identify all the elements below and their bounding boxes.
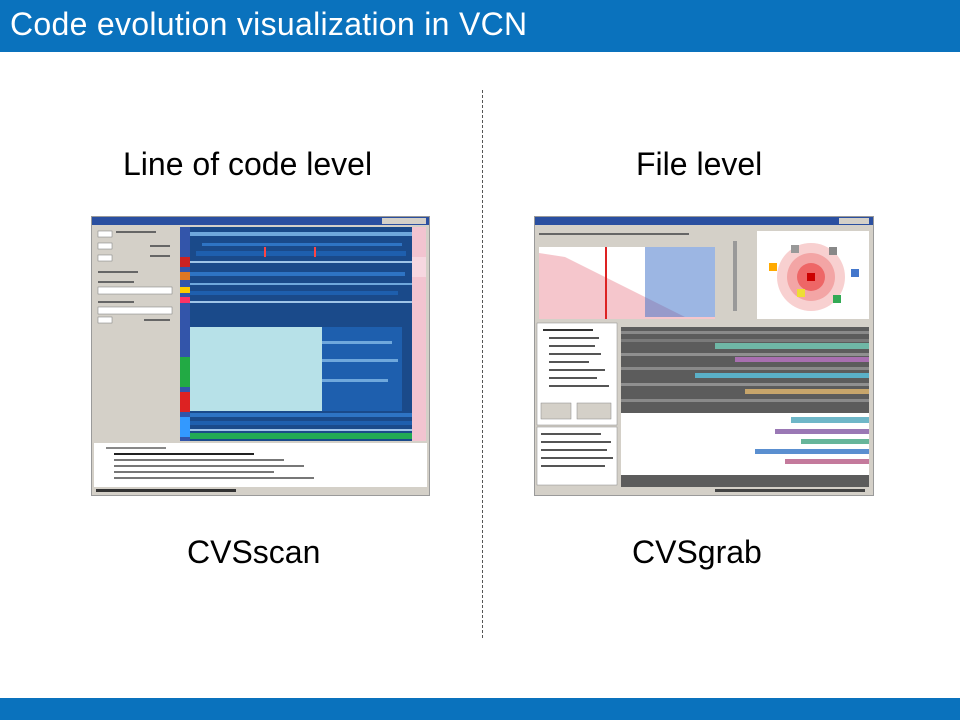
cvsgrab-image <box>535 217 873 495</box>
panel-divider <box>482 90 483 638</box>
right-heading: File level <box>636 146 763 182</box>
title-bar: Code evolution visualization in VCN <box>0 0 960 52</box>
cvsscan-screenshot <box>91 216 430 496</box>
cvsgrab-screenshot <box>534 216 874 496</box>
slide-title: Code evolution visualization in VCN <box>10 6 528 42</box>
left-heading: Line of code level <box>123 146 373 182</box>
right-caption: CVSgrab <box>632 534 762 570</box>
bottom-bar <box>0 698 960 720</box>
left-caption: CVSscan <box>187 534 321 570</box>
cvsscan-image <box>92 217 429 495</box>
